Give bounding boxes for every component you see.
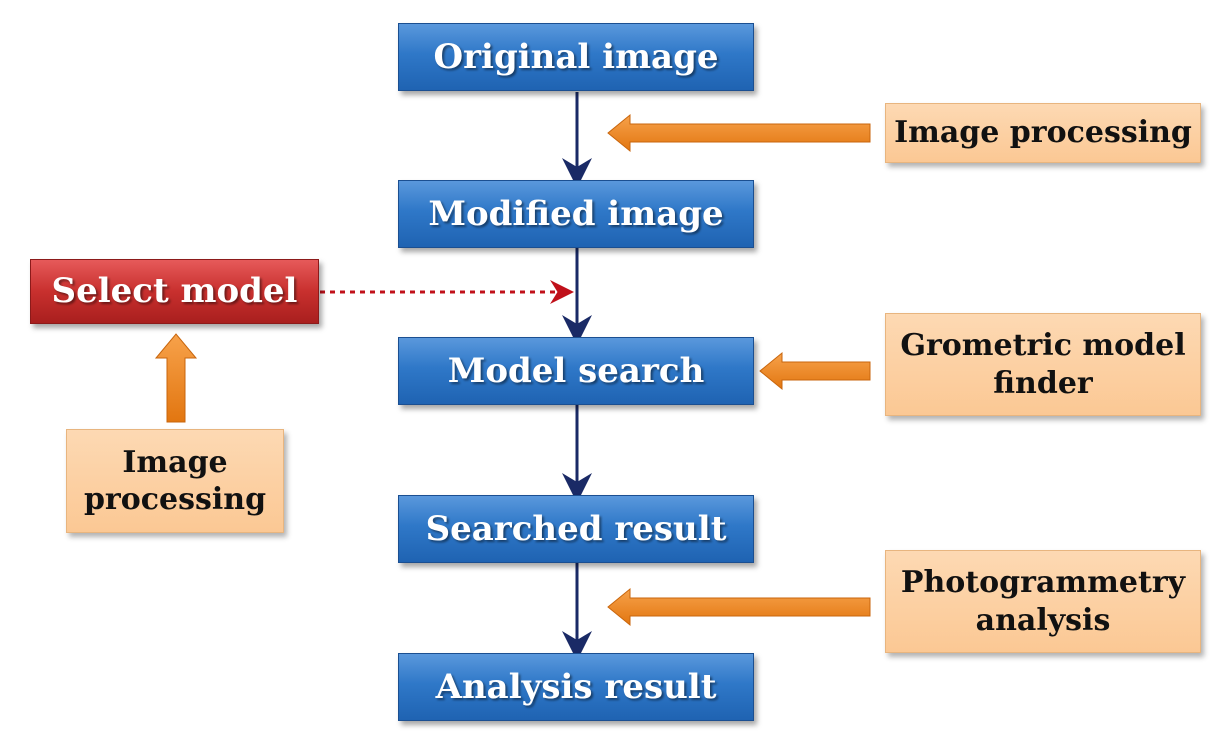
select-model-label: Select model	[51, 271, 298, 312]
step-analysis-result-label: Analysis result	[435, 666, 717, 707]
input-image-processing-right-label: Image processing	[894, 115, 1192, 151]
step-analysis-result: Analysis result	[398, 653, 754, 721]
image-processing-left-arrow	[154, 333, 198, 423]
step-original-image: Original image	[398, 23, 754, 91]
select-model-box: Select model	[30, 259, 319, 324]
step-modified-image-label: Modified image	[428, 193, 724, 234]
step-original-image-label: Original image	[433, 36, 719, 77]
input-geometric-model-finder-line1: Grometric model	[900, 328, 1186, 363]
input-geometric-model-finder: Grometric model finder	[885, 313, 1201, 416]
step-model-search-label: Model search	[447, 350, 705, 391]
input-photogrammetry-analysis: Photogrammetry analysis	[885, 550, 1201, 653]
step-searched-result-label: Searched result	[425, 508, 727, 549]
step-searched-result: Searched result	[398, 495, 754, 563]
image-processing-right-arrow	[607, 113, 871, 153]
input-image-processing-left-line1: Image	[122, 444, 228, 480]
input-image-processing-left-line2: processing	[83, 482, 267, 517]
geometric-model-finder-arrow	[759, 351, 871, 391]
input-image-processing-left: Image processing	[66, 429, 284, 533]
photogrammetry-analysis-arrow	[607, 587, 871, 627]
input-photogrammetry-analysis-line1: Photogrammetry	[900, 565, 1186, 600]
input-image-processing-right: Image processing	[885, 103, 1201, 163]
step-modified-image: Modified image	[398, 180, 754, 248]
input-photogrammetry-analysis-line2: analysis	[975, 602, 1111, 638]
input-geometric-model-finder-line2: finder	[993, 365, 1093, 401]
step-model-search: Model search	[398, 337, 754, 405]
